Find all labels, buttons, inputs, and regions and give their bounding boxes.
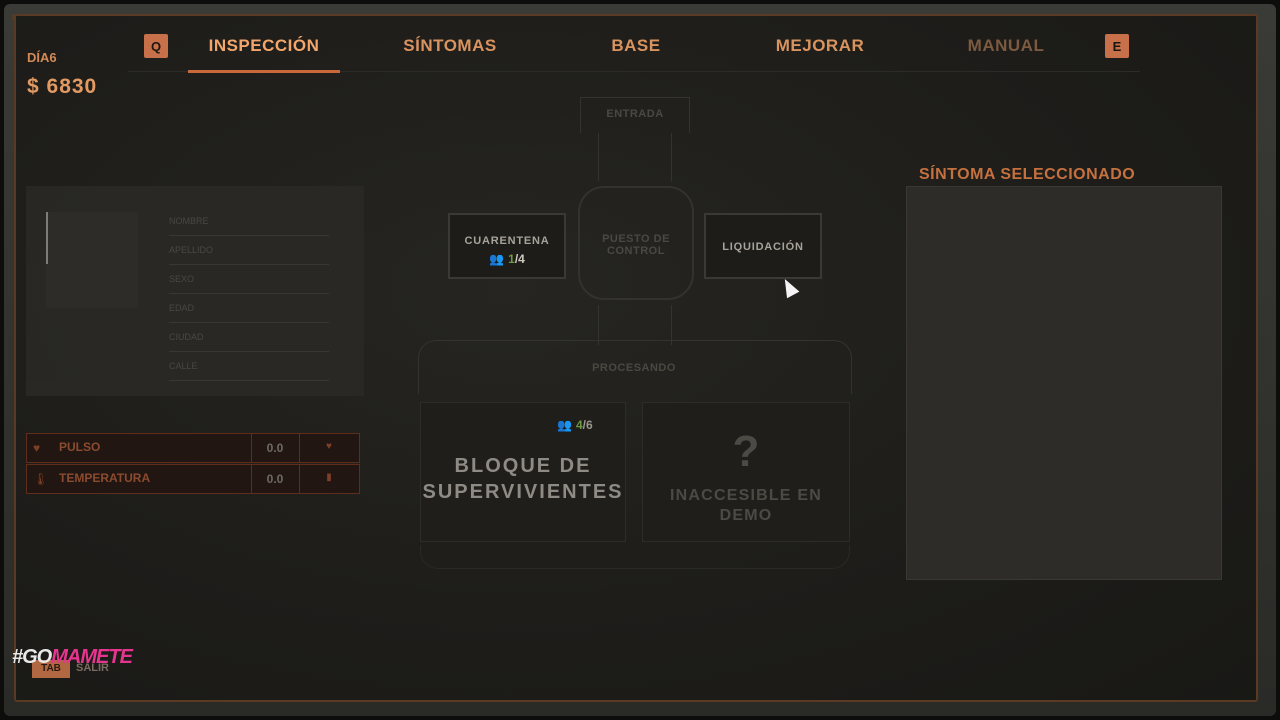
day-counter: DÍA6: [27, 50, 57, 65]
locked-block-text: INACCESIBLE EN DEMO: [670, 487, 822, 524]
symptom-panel: [906, 186, 1222, 580]
connector: [598, 305, 672, 345]
field-calle: CALLE: [169, 361, 329, 381]
tab-inspeccion[interactable]: INSPECCIÓN: [188, 36, 340, 73]
control-node: [578, 186, 694, 300]
thermometer-icon: ▮: [326, 472, 332, 483]
vital-value: 0.0: [266, 441, 284, 455]
people-icon: 👥: [489, 252, 505, 266]
entrada-label: ENTRADA: [606, 108, 664, 120]
quarantine-title: CUARENTENA: [464, 235, 550, 247]
photo-cursor-line: [46, 212, 48, 264]
thermometer-icon: 🌡: [33, 472, 49, 486]
person-photo: [46, 212, 138, 308]
field-nombre: NOMBRE: [169, 216, 329, 236]
people-icon: 👥: [557, 418, 572, 432]
heart-icon: ♥: [326, 441, 332, 452]
vital-value: 0.0: [266, 472, 284, 486]
money-counter: $ 6830: [27, 75, 98, 98]
tab-base[interactable]: BASE: [611, 36, 661, 55]
question-icon: ?: [732, 427, 760, 476]
vital-row-pulso: ♥ PULSO 0.0 ♥: [26, 433, 360, 463]
field-sexo: SEXO: [169, 274, 329, 294]
heart-icon: ♥: [33, 441, 41, 455]
control-label: PUESTO DE CONTROL: [602, 233, 670, 257]
person-info-card: NOMBRE APELLIDO SEXO EDAD CIUDAD CALLE: [26, 186, 364, 396]
tab-mejorar[interactable]: MEJORAR: [775, 36, 865, 55]
vital-row-temperatura: 🌡 TEMPERATURA 0.0 ▮: [26, 464, 360, 494]
exit-label: SALIR: [76, 662, 109, 674]
field-ciudad: CIUDAD: [169, 332, 329, 352]
top-nav: Q INSPECCIÓN SÍNTOMAS BASE MEJORAR MANUA…: [128, 18, 1140, 73]
liquidation-button[interactable]: LIQUIDACIÓN: [704, 213, 822, 279]
tab-sintomas[interactable]: SÍNTOMAS: [403, 36, 497, 55]
connector: [598, 133, 672, 181]
survivor-count: 👥4/6: [557, 418, 593, 432]
quarantine-button[interactable]: CUARENTENA 👥1/4: [448, 213, 566, 279]
processing-label: PROCESANDO: [592, 362, 676, 374]
vital-label: TEMPERATURA: [59, 471, 151, 485]
symptom-panel-title: SÍNTOMA SELECCIONADO: [919, 166, 1136, 183]
field-apellido: APELLIDO: [169, 245, 329, 265]
tab-manual[interactable]: MANUAL: [967, 36, 1045, 55]
survivor-block[interactable]: 👥4/6 BLOQUE DE SUPERVIVIENTES: [420, 402, 626, 542]
prev-tab-key[interactable]: Q: [144, 34, 168, 58]
exit-key[interactable]: TAB: [32, 660, 70, 678]
survivor-block-title: BLOQUE DE SUPERVIVIENTES: [422, 455, 624, 503]
next-tab-key[interactable]: E: [1105, 34, 1129, 58]
quarantine-count: 👥1/4: [489, 252, 525, 266]
locked-block: ? INACCESIBLE EN DEMO: [642, 402, 850, 542]
field-edad: EDAD: [169, 303, 329, 323]
bottom-bracket: [420, 545, 850, 569]
vital-label: PULSO: [59, 440, 101, 454]
processing-bracket: [418, 340, 852, 394]
entrada-node: ENTRADA: [580, 97, 690, 133]
watermark: #GOMAMETE: [12, 646, 133, 668]
liquidation-title: LIQUIDACIÓN: [722, 241, 804, 253]
